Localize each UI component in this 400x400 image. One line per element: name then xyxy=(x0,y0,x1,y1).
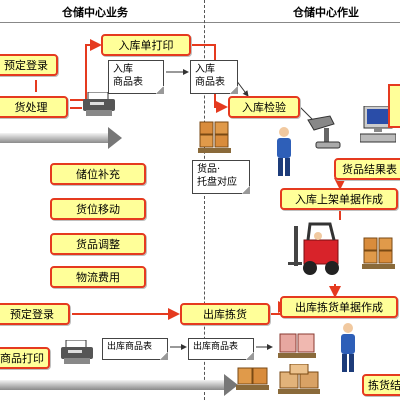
reservation-entry-box-2: 预定登录 xyxy=(0,303,70,325)
forklift-icon xyxy=(288,222,339,275)
inbound-process-arrow xyxy=(0,127,122,149)
doc-line: 入库 xyxy=(113,64,133,75)
header-rule xyxy=(0,22,400,23)
computer-terminal-icon xyxy=(360,106,396,143)
printer-icon xyxy=(61,340,93,364)
cargo-boxes-icon xyxy=(236,367,269,390)
goods-print-box: 商品打印 xyxy=(0,347,50,369)
outbound-goods-list-doc: 出库商品表 xyxy=(102,338,168,360)
worker-icon xyxy=(341,323,355,372)
inbound-inspection-box: 入库检验 xyxy=(228,96,300,118)
doc-line: 货品· xyxy=(197,164,221,175)
goods-pallet-mapping-doc: 货品· 托盘对应 xyxy=(192,160,250,194)
lane-divider xyxy=(204,0,205,400)
printer-icon xyxy=(83,92,115,116)
outbound-picking-box: 出库拣货 xyxy=(180,303,270,325)
logistics-cost-box: 物流费用 xyxy=(50,266,146,288)
doc-line: 入库 xyxy=(195,64,215,75)
outbound-goods-list-doc-2: 出库商品表 xyxy=(188,338,254,360)
inbound-order-print-box: 入库单打印 xyxy=(101,34,191,56)
inbound-goods-list-doc-2: 入库 商品表 xyxy=(190,60,238,94)
doc-line: 商品表 xyxy=(113,77,143,88)
goods-result-box: 货品结果表 xyxy=(334,158,400,180)
worker-icon xyxy=(277,127,291,176)
cargo-handling-box: 货处理 xyxy=(0,96,68,118)
goods-adjustment-box: 货品调整 xyxy=(50,233,146,255)
cargo-pallet-icon xyxy=(362,237,395,269)
slot-replenishment-box: 储位补充 xyxy=(50,163,146,185)
inbound-shelving-doc-box: 入库上架单据作成 xyxy=(280,188,398,210)
reservation-entry-box: 预定登录 xyxy=(0,54,58,76)
header-warehouse-operations: 仓储中心作业 xyxy=(293,6,359,19)
barcode-scanner-icon xyxy=(307,115,341,149)
cargo-boxes-icon xyxy=(278,364,320,394)
location-move-box: 货位移动 xyxy=(50,198,146,220)
outbound-picking-doc-box: 出库拣货单据作成 xyxy=(280,296,398,318)
offscreen-box-fragment xyxy=(388,84,400,128)
cargo-pallet-icon xyxy=(278,333,316,358)
inbound-goods-list-doc: 入库 商品表 xyxy=(108,60,164,94)
picking-result-box: 拣货结 xyxy=(362,374,400,396)
doc-line: 商品表 xyxy=(195,77,225,88)
header-warehouse-business: 仓储中心业务 xyxy=(62,6,128,19)
doc-line: 托盘对应 xyxy=(197,177,237,188)
cargo-pallet-icon xyxy=(198,121,231,153)
outbound-process-arrow xyxy=(0,374,238,396)
